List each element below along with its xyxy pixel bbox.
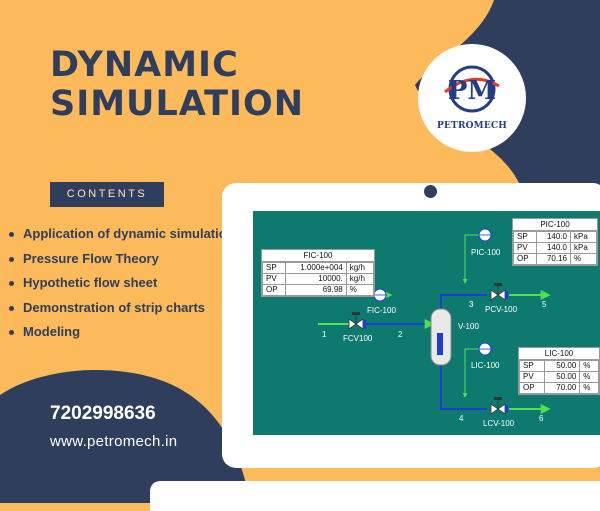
row-unit: kg/h [345, 273, 375, 285]
row-key: SP [519, 360, 545, 372]
row-unit: % [579, 371, 599, 383]
row-unit: % [579, 360, 599, 372]
navy-shape-bottom-left [0, 370, 250, 503]
pic-signal-line [462, 234, 479, 284]
row-key: OP [512, 253, 538, 265]
pcv-label: PCV-100 [485, 305, 518, 314]
logo-mark-text: PM [448, 76, 496, 106]
stream-label-2: 2 [398, 330, 403, 339]
topic-list: Application of dynamic simulation Pressu… [8, 226, 235, 349]
fic-label: FIC-100 [367, 306, 396, 315]
list-item: Hypothetic flow sheet [8, 275, 235, 300]
row-value: 69.98 [284, 284, 347, 296]
row-value: 70.16 [536, 253, 571, 265]
row-key: OP [262, 284, 286, 296]
vessel-label: V-100 [458, 322, 479, 331]
page-title: DYNAMIC SIMULATION [50, 46, 304, 124]
fcv-label: FCV100 [343, 334, 373, 343]
stream-label-4: 4 [459, 414, 464, 423]
stream-3-line [440, 294, 487, 309]
row-value: 10000. [284, 273, 347, 285]
title-line-2: SIMULATION [50, 84, 305, 124]
list-item: Demonstration of strip charts [8, 300, 235, 325]
pcv-100-valve [490, 283, 508, 301]
pic-label: PIC-100 [471, 248, 501, 257]
process-flow-diagram: 1 2 3 4 5 6 FCV100 FIC-100 PIC-100 PCV-1… [318, 228, 551, 428]
faceplate-title: FIC-100 [262, 250, 374, 262]
stream-label-1: 1 [322, 330, 327, 339]
row-value: 140.0 [536, 231, 571, 243]
lic-label: LIC-100 [471, 361, 500, 370]
lic-signal-line [462, 348, 479, 398]
row-key: PV [262, 273, 286, 285]
row-value: 140.0 [536, 242, 571, 254]
v-100-vessel [430, 308, 452, 366]
row-key: PV [519, 371, 545, 383]
row-value: 1.000e+004 [284, 262, 347, 274]
row-key: SP [512, 231, 538, 243]
row-key: PV [512, 242, 538, 254]
phone-number: 7202998636 [50, 403, 156, 424]
stream-label-5: 5 [542, 300, 547, 309]
list-item: Application of dynamic simulation [8, 226, 235, 251]
row-unit: % [569, 253, 598, 265]
list-item: Pressure Flow Theory [8, 251, 235, 276]
faceplate-title: PIC-100 [513, 219, 597, 231]
simulation-screen: 1 2 3 4 5 6 FCV100 FIC-100 PIC-100 PCV-1… [253, 211, 600, 435]
list-item: Modeling [8, 324, 235, 349]
row-key: OP [519, 382, 545, 394]
fcv-100-valve [348, 312, 366, 330]
row-value: 50.00 [543, 360, 581, 372]
website-url: www.petromech.in [50, 433, 178, 450]
pm-logo-mark: PM [444, 65, 500, 113]
row-unit: kPa [569, 231, 598, 243]
stream-4-line [440, 365, 487, 410]
laptop-camera [424, 185, 437, 198]
laptop-base [150, 481, 600, 511]
row-unit: % [579, 382, 599, 394]
row-key: SP [262, 262, 286, 274]
faceplate-title: LIC-100 [519, 348, 599, 360]
stream-label-3: 3 [469, 300, 474, 309]
title-line-1: DYNAMIC [50, 45, 239, 85]
row-unit: kg/h [345, 262, 375, 274]
stream-label-6: 6 [539, 414, 544, 423]
row-unit: kPa [569, 242, 598, 254]
logo-brand-text: PETROMECH [437, 121, 507, 131]
lcv-label: LCV-100 [483, 419, 515, 428]
row-value: 70.00 [543, 382, 581, 394]
petromech-logo: PM PETROMECH [418, 44, 526, 152]
lcv-100-valve [490, 397, 508, 415]
contents-label: CONTENTS [50, 182, 164, 207]
row-unit: % [345, 284, 375, 296]
row-value: 50.00 [543, 371, 581, 383]
